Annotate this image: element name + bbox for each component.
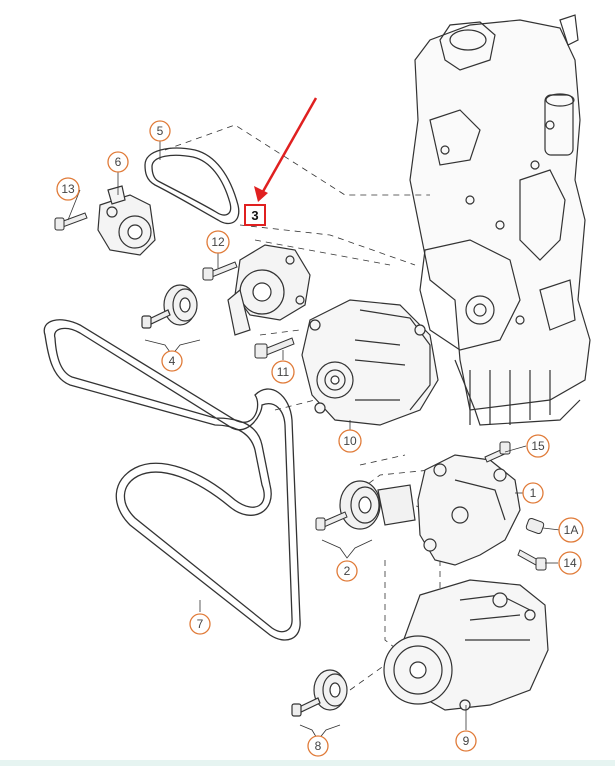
svg-text:8: 8 xyxy=(315,739,322,753)
tensioner-6 xyxy=(97,185,156,256)
callout-12: 12 xyxy=(206,230,230,254)
callout-2-bracket xyxy=(321,539,373,559)
bracket-1 xyxy=(417,454,521,566)
callout-leaders xyxy=(67,140,561,730)
svg-text:12: 12 xyxy=(211,235,225,249)
engine-block xyxy=(409,14,591,426)
svg-text:5: 5 xyxy=(157,124,164,138)
callout-7: 7 xyxy=(189,613,211,635)
svg-text:3: 3 xyxy=(251,208,258,223)
callout-1A: 1A xyxy=(558,517,584,543)
alternator-10 xyxy=(301,299,439,426)
callout-3-highlight: 3 xyxy=(244,204,266,226)
tensioner-pulley-2 xyxy=(339,480,416,530)
idler-pulley-8 xyxy=(291,669,348,717)
callout-8: 8 xyxy=(307,735,329,757)
water-pump-3 xyxy=(227,244,311,336)
callout-9: 9 xyxy=(455,730,477,752)
svg-text:7: 7 xyxy=(197,617,204,631)
callout-11: 11 xyxy=(271,360,295,384)
ac-compressor-9 xyxy=(383,579,549,711)
callout-13: 13 xyxy=(56,177,80,201)
svg-text:13: 13 xyxy=(61,182,75,196)
svg-text:6: 6 xyxy=(115,155,122,169)
bolt-14 xyxy=(517,549,547,571)
svg-text:15: 15 xyxy=(531,439,545,453)
svg-text:1A: 1A xyxy=(564,523,579,537)
svg-text:10: 10 xyxy=(343,434,357,448)
bolt-2 xyxy=(315,511,348,531)
highlight-arrow xyxy=(254,97,318,202)
belt-5 xyxy=(144,147,240,225)
svg-text:9: 9 xyxy=(463,734,470,748)
sleeve-1A xyxy=(525,517,545,535)
bolt-13 xyxy=(54,212,88,231)
callout-1: 1 xyxy=(522,482,544,504)
callout-5: 5 xyxy=(149,120,171,142)
bottom-strip xyxy=(0,760,615,766)
dashed-leaders xyxy=(164,124,441,691)
callout-6: 6 xyxy=(107,151,129,173)
belt-7 xyxy=(43,319,301,641)
svg-text:14: 14 xyxy=(563,556,577,570)
svg-text:1: 1 xyxy=(530,486,537,500)
svg-text:4: 4 xyxy=(169,354,176,368)
callout-4: 4 xyxy=(161,350,183,372)
svg-text:11: 11 xyxy=(277,365,290,379)
callout-10: 10 xyxy=(338,429,362,453)
bolt-12 xyxy=(202,261,238,281)
callout-15: 15 xyxy=(526,434,550,458)
bolt-11 xyxy=(254,337,295,359)
svg-text:2: 2 xyxy=(344,564,351,578)
callout-2: 2 xyxy=(336,560,358,582)
callout-14: 14 xyxy=(558,551,582,575)
idler-pulley-4 xyxy=(141,284,198,329)
